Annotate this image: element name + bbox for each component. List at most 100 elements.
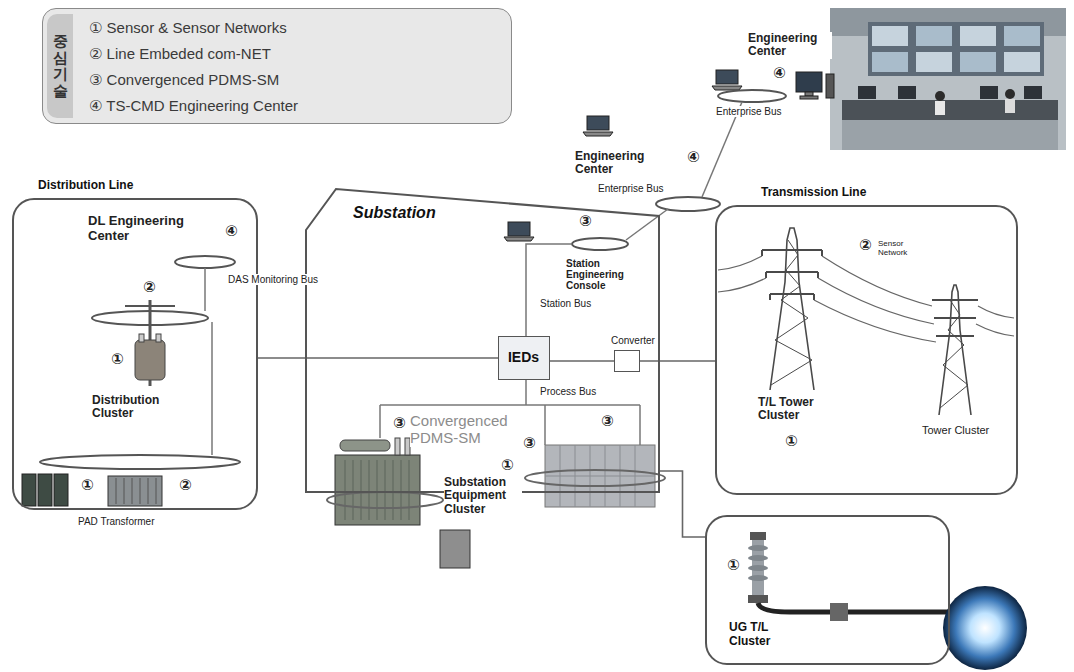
control-room-photo xyxy=(872,52,908,72)
connector-line xyxy=(258,357,498,359)
underground-cable xyxy=(748,565,768,571)
computer-icon xyxy=(712,86,742,90)
network-wire xyxy=(379,405,381,438)
part-label: Engineering Center xyxy=(575,150,659,177)
control-room-photo xyxy=(1005,99,1015,113)
part-label: Distribution Cluster xyxy=(92,394,174,421)
callout-number: ② xyxy=(142,280,157,295)
underground-cable xyxy=(748,575,768,581)
computer-icon xyxy=(508,222,530,236)
substation-equipment xyxy=(395,438,400,455)
control-room-photo xyxy=(830,8,1066,150)
computer-icon xyxy=(800,96,818,99)
node-text: UG T/L Cluster xyxy=(729,621,801,649)
connector-line xyxy=(640,360,715,362)
part-label: Sensor Network xyxy=(878,240,924,258)
underground-cable xyxy=(748,532,1027,670)
computer-icon xyxy=(716,70,738,84)
control-room-photo xyxy=(916,26,952,46)
device-box: IEDs xyxy=(498,336,550,380)
bus-ring xyxy=(572,238,628,250)
control-room-photo xyxy=(858,86,876,99)
network-wire xyxy=(204,268,206,311)
control-room-photo xyxy=(980,86,998,99)
region-outline xyxy=(306,189,659,492)
network-wire xyxy=(525,380,527,405)
node-text: ① Sensor & Sensor Networks xyxy=(89,19,287,36)
callout-number: ① xyxy=(500,458,515,473)
network-wire xyxy=(211,322,213,455)
underground-cable xyxy=(943,586,1027,670)
network-wire xyxy=(544,405,546,445)
callout-number: ③ xyxy=(600,414,615,429)
transmission-tower xyxy=(762,250,822,294)
callout-number: ① xyxy=(110,352,125,367)
region-box: Distribution Line xyxy=(12,198,258,510)
bus-ring xyxy=(718,90,786,102)
part-label: DAS Monitoring Bus xyxy=(228,274,318,285)
distribution-cluster xyxy=(38,474,52,506)
transmission-tower xyxy=(940,300,968,408)
device-box: Converter xyxy=(614,350,640,372)
node-text: ② Line Embeded com-NET xyxy=(89,45,271,62)
power-conductor xyxy=(718,256,762,270)
transmission-tower xyxy=(770,228,814,390)
transmission-tower xyxy=(762,228,978,415)
callout-number: ④ xyxy=(686,150,701,165)
transmission-tower xyxy=(771,240,812,385)
underground-cable xyxy=(748,545,768,551)
callout-number: ② xyxy=(178,478,193,493)
region-box: UG T/L Cluster xyxy=(705,515,950,665)
substation-equipment xyxy=(440,530,470,568)
substation-equipment xyxy=(335,455,420,525)
control-room-photo xyxy=(960,26,996,46)
control-room-photo xyxy=(960,52,996,72)
substation-equipment xyxy=(340,440,390,451)
part-label: Process Bus xyxy=(540,386,596,397)
transmission-tower xyxy=(939,285,971,415)
control-room-photo xyxy=(1024,86,1042,99)
distribution-cluster xyxy=(22,474,36,506)
distribution-cluster xyxy=(40,455,240,469)
distribution-cluster xyxy=(135,340,165,380)
control-room-photo xyxy=(916,52,952,72)
power-conductor xyxy=(822,256,932,306)
legend-tab: 중심기술 xyxy=(47,14,73,118)
connector-line xyxy=(660,471,705,537)
part-label: Enterprise Bus xyxy=(598,183,664,194)
part-label: Substation Equipment Cluster xyxy=(444,476,522,516)
power-conductor xyxy=(978,306,1014,318)
callout-number: ④ xyxy=(224,224,239,239)
computer-icon xyxy=(826,74,834,98)
callout-number: ③ xyxy=(392,416,407,431)
distribution-cluster xyxy=(54,474,68,506)
substation-equipment xyxy=(327,492,443,508)
distribution-cluster xyxy=(125,305,175,307)
substation-equipment xyxy=(345,460,409,520)
part-label: DL Engineering Center xyxy=(88,214,196,243)
control-room-photo xyxy=(842,100,1058,120)
region-polygon: SubstationIEDsConverter xyxy=(305,188,660,493)
computer-icon xyxy=(504,237,534,241)
region-outline xyxy=(305,188,660,493)
node-text: IEDs xyxy=(508,349,539,365)
underground-cable xyxy=(758,603,960,612)
callout-number: ② xyxy=(858,238,873,253)
distribution-cluster xyxy=(108,476,162,506)
callout-number: ④ xyxy=(772,66,787,81)
computer-icon xyxy=(805,92,813,96)
control-room-photo xyxy=(898,86,916,99)
distribution-cluster xyxy=(116,478,156,504)
part-label: Station Bus xyxy=(540,298,591,309)
node-text: Converter xyxy=(611,335,655,347)
node-text: ④ TS-CMD Engineering Center xyxy=(89,97,298,114)
substation-equipment xyxy=(327,438,665,568)
callout-number: ① xyxy=(726,558,741,573)
underground-cable xyxy=(750,532,766,540)
legend-box: ① Sensor & Sensor Networks ② Line Embeded… xyxy=(42,8,512,124)
network-wire xyxy=(639,405,641,445)
part-label: Engineering Center xyxy=(748,32,832,59)
distribution-cluster xyxy=(22,300,240,506)
part-label: T/L Tower Cluster xyxy=(758,396,842,423)
